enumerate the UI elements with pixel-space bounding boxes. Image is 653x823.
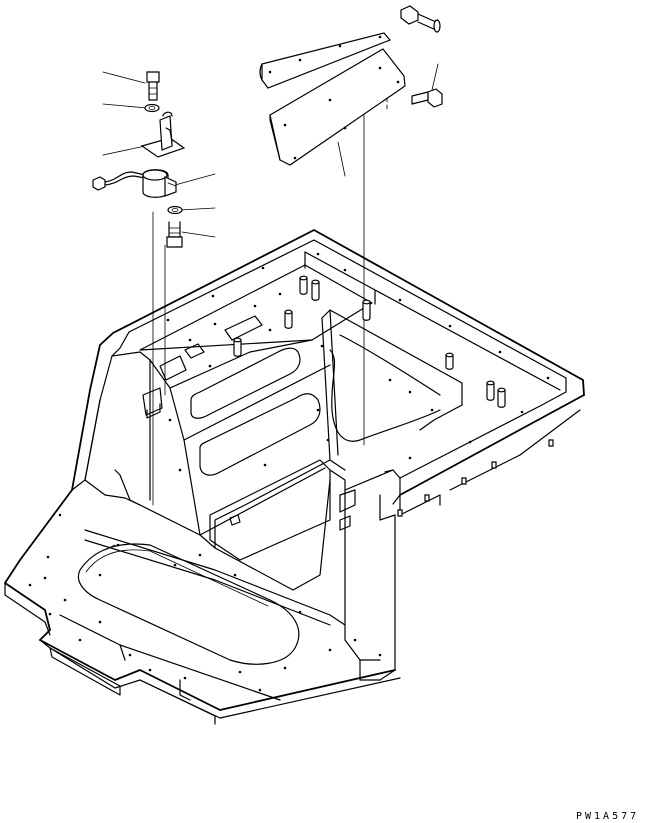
washer-top [145,105,159,112]
cover-plate-lower [270,49,405,165]
bolt-top [147,72,159,100]
frame-edge-tabs [398,440,553,516]
frame-holes [28,252,550,692]
mounting-studs [234,276,505,407]
drawing-code-label: PW1A577 [576,811,640,822]
floor-frame [5,230,584,724]
mounting-bracket [142,112,184,157]
bolt-cover-top [401,6,440,32]
bolt-cover-side [412,89,442,107]
washer-bottom [168,207,182,214]
projection-lines [153,98,387,505]
bolt-bottom [167,222,182,247]
cover-plate-upper [260,33,390,88]
connector-with-wire [93,170,176,198]
leader-lines [103,64,438,237]
